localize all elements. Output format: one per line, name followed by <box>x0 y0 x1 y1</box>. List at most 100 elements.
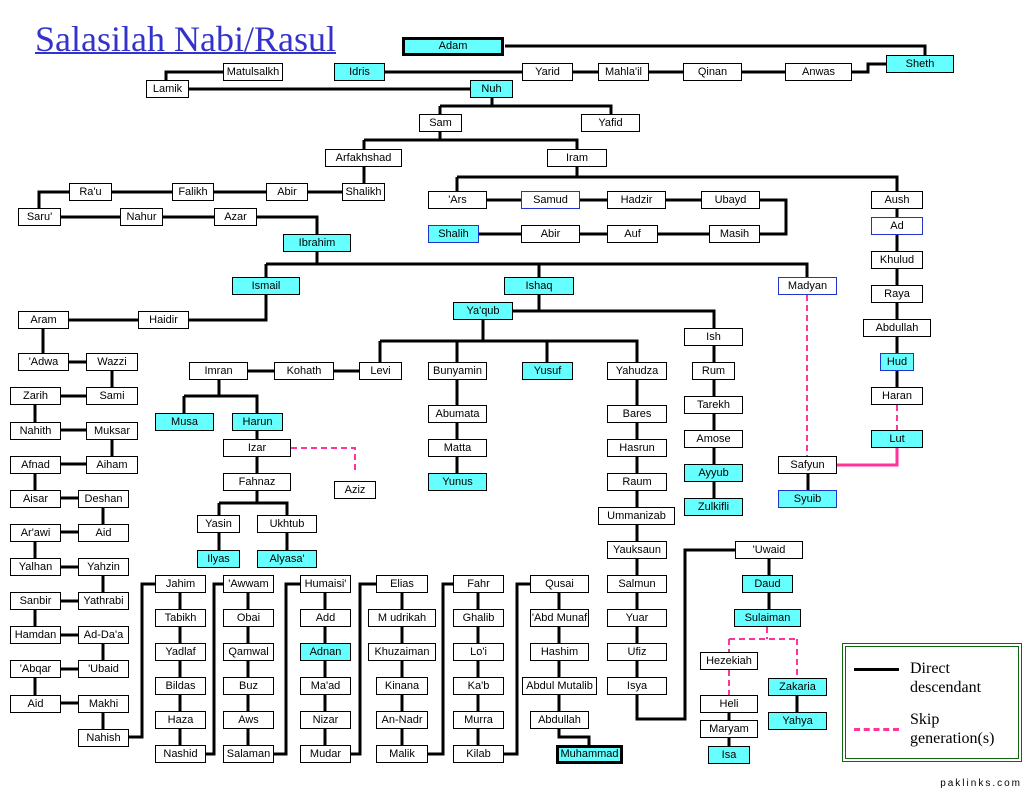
person-node-raya[interactable]: Raya <box>871 285 923 303</box>
person-node-ufiz[interactable]: Ufiz <box>607 643 667 661</box>
person-node-ubayd[interactable]: Ubayd <box>701 191 760 209</box>
person-node-lut[interactable]: Lut <box>871 430 923 448</box>
person-node-yusuf[interactable]: Yusuf <box>522 362 573 380</box>
person-node-ilyas[interactable]: Ilyas <box>197 550 240 568</box>
person-node-musa[interactable]: Musa <box>155 413 214 431</box>
person-node-khuzaiman[interactable]: Khuzaiman <box>368 643 436 661</box>
person-node-qinan[interactable]: Qinan <box>683 63 742 81</box>
person-node-yahzin[interactable]: Yahzin <box>78 558 129 576</box>
person-node-yuar[interactable]: Yuar <box>607 609 667 627</box>
person-node-afnad[interactable]: Afnad <box>10 456 61 474</box>
person-node-madyan[interactable]: Madyan <box>778 277 837 295</box>
person-node-mudrikah[interactable]: M udrikah <box>368 609 436 627</box>
person-node-raum[interactable]: Raum <box>607 473 667 491</box>
person-node-makhi[interactable]: Makhi <box>78 695 129 713</box>
person-node-abdulmutalib[interactable]: Abdul Mutalib <box>522 677 597 695</box>
person-node-sam[interactable]: Sam <box>419 114 462 132</box>
person-node-kilab[interactable]: Kilab <box>453 745 504 763</box>
person-node-bildas[interactable]: Bildas <box>155 677 206 695</box>
person-node-khulud[interactable]: Khulud <box>871 251 923 269</box>
person-node-arawi[interactable]: Ar'awi <box>10 524 61 542</box>
person-node-yadlaf[interactable]: Yadlaf <box>155 643 206 661</box>
person-node-yahya[interactable]: Yahya <box>768 712 827 730</box>
person-node-obai[interactable]: Obai <box>223 609 274 627</box>
person-node-aws[interactable]: Aws <box>223 711 274 729</box>
person-node-rum[interactable]: Rum <box>692 362 735 380</box>
person-node-tabikh[interactable]: Tabikh <box>155 609 206 627</box>
person-node-lamik[interactable]: Lamik <box>146 80 189 98</box>
person-node-yauksaun[interactable]: Yauksaun <box>607 541 667 559</box>
person-node-abqar[interactable]: 'Abqar <box>10 660 61 678</box>
person-node-fahnaz[interactable]: Fahnaz <box>223 473 291 491</box>
person-node-nizar[interactable]: Nizar <box>300 711 351 729</box>
person-node-salmun[interactable]: Salmun <box>607 575 667 593</box>
person-node-sami[interactable]: Sami <box>86 387 138 405</box>
person-node-iram[interactable]: Iram <box>547 149 607 167</box>
person-node-shalih[interactable]: Shalih <box>428 225 479 243</box>
person-node-masih[interactable]: Masih <box>709 225 760 243</box>
page-title[interactable]: Salasilah Nabi/Rasul <box>35 19 336 59</box>
person-node-wazzi[interactable]: Wazzi <box>86 353 138 371</box>
person-node-hud[interactable]: Hud <box>880 353 914 371</box>
person-node-ars[interactable]: 'Ars <box>428 191 487 209</box>
person-node-aush[interactable]: Aush <box>871 191 923 209</box>
person-node-haran[interactable]: Haran <box>871 387 923 405</box>
person-node-yafid[interactable]: Yafid <box>581 114 640 132</box>
person-node-maryam[interactable]: Maryam <box>700 720 758 738</box>
person-node-abir2[interactable]: Abir <box>521 225 580 243</box>
person-node-aisar[interactable]: Aisar <box>10 490 61 508</box>
person-node-yasin[interactable]: Yasin <box>197 515 240 533</box>
person-node-mahlail[interactable]: Mahla'il <box>598 63 649 81</box>
person-node-salaman[interactable]: Salaman <box>223 745 274 763</box>
person-node-qusai[interactable]: Qusai <box>530 575 589 593</box>
person-node-safyun[interactable]: Safyun <box>778 456 837 474</box>
person-node-adam[interactable]: Adam <box>402 37 504 56</box>
person-node-levi[interactable]: Levi <box>359 362 402 380</box>
person-node-elias[interactable]: Elias <box>376 575 428 593</box>
person-node-zulkifli[interactable]: Zulkifli <box>684 498 743 516</box>
person-node-deshan[interactable]: Deshan <box>78 490 129 508</box>
person-node-izar[interactable]: Izar <box>223 439 291 457</box>
person-node-uwaid[interactable]: 'Uwaid <box>735 541 803 559</box>
person-node-hadzir[interactable]: Hadzir <box>607 191 666 209</box>
person-node-anwas[interactable]: Anwas <box>785 63 852 81</box>
person-node-matulsalkh[interactable]: Matulsalkh <box>223 63 283 81</box>
person-node-saru[interactable]: Saru' <box>18 208 61 226</box>
person-node-maad[interactable]: Ma'ad <box>300 677 351 695</box>
person-node-yathrabi[interactable]: Yathrabi <box>78 592 129 610</box>
person-node-rau[interactable]: Ra'u <box>69 183 112 201</box>
person-node-aid1[interactable]: Aid <box>78 524 129 542</box>
person-node-jahim[interactable]: Jahim <box>155 575 206 593</box>
person-node-isa[interactable]: Isa <box>708 746 750 764</box>
person-node-qamwal[interactable]: Qamwal <box>223 643 274 661</box>
person-node-yaqub[interactable]: Ya'qub <box>453 302 513 320</box>
person-node-hezekiah[interactable]: Hezekiah <box>700 652 758 670</box>
person-node-adwa[interactable]: 'Adwa <box>18 353 69 371</box>
person-node-sheth[interactable]: Sheth <box>886 55 954 73</box>
person-node-kab[interactable]: Ka'b <box>453 677 504 695</box>
person-node-imran[interactable]: Imran <box>189 362 248 380</box>
person-node-yahudza[interactable]: Yahudza <box>607 362 667 380</box>
person-node-amose[interactable]: Amose <box>684 430 743 448</box>
person-node-ukhtub[interactable]: Ukhtub <box>257 515 317 533</box>
person-node-arfakhshad[interactable]: Arfakhshad <box>325 149 402 167</box>
person-node-abdullah1[interactable]: Abdullah <box>863 319 931 337</box>
person-node-auf[interactable]: Auf <box>607 225 658 243</box>
person-node-haza[interactable]: Haza <box>155 711 206 729</box>
person-node-abumatata[interactable]: Abumata <box>428 405 487 423</box>
person-node-mudar[interactable]: Mudar <box>300 745 351 763</box>
person-node-shalikh[interactable]: Shalikh <box>342 183 385 201</box>
person-node-ibrahim[interactable]: Ibrahim <box>283 234 351 252</box>
person-node-muhammad[interactable]: Muhammad <box>556 745 623 764</box>
person-node-tarekh[interactable]: Tarekh <box>684 396 743 414</box>
person-node-murra[interactable]: Murra <box>453 711 504 729</box>
person-node-nahish[interactable]: Nahish <box>78 729 129 747</box>
person-node-syuib[interactable]: Syuib <box>778 490 837 508</box>
person-node-kohath[interactable]: Kohath <box>274 362 334 380</box>
person-node-abdullah2[interactable]: Abdullah <box>530 711 589 729</box>
person-node-zarih[interactable]: Zarih <box>10 387 61 405</box>
person-node-yarid[interactable]: Yarid <box>522 63 573 81</box>
person-node-adnan[interactable]: Adnan <box>300 643 351 661</box>
person-node-falikh[interactable]: Falikh <box>172 183 214 201</box>
person-node-ismail[interactable]: Ismail <box>232 277 300 295</box>
